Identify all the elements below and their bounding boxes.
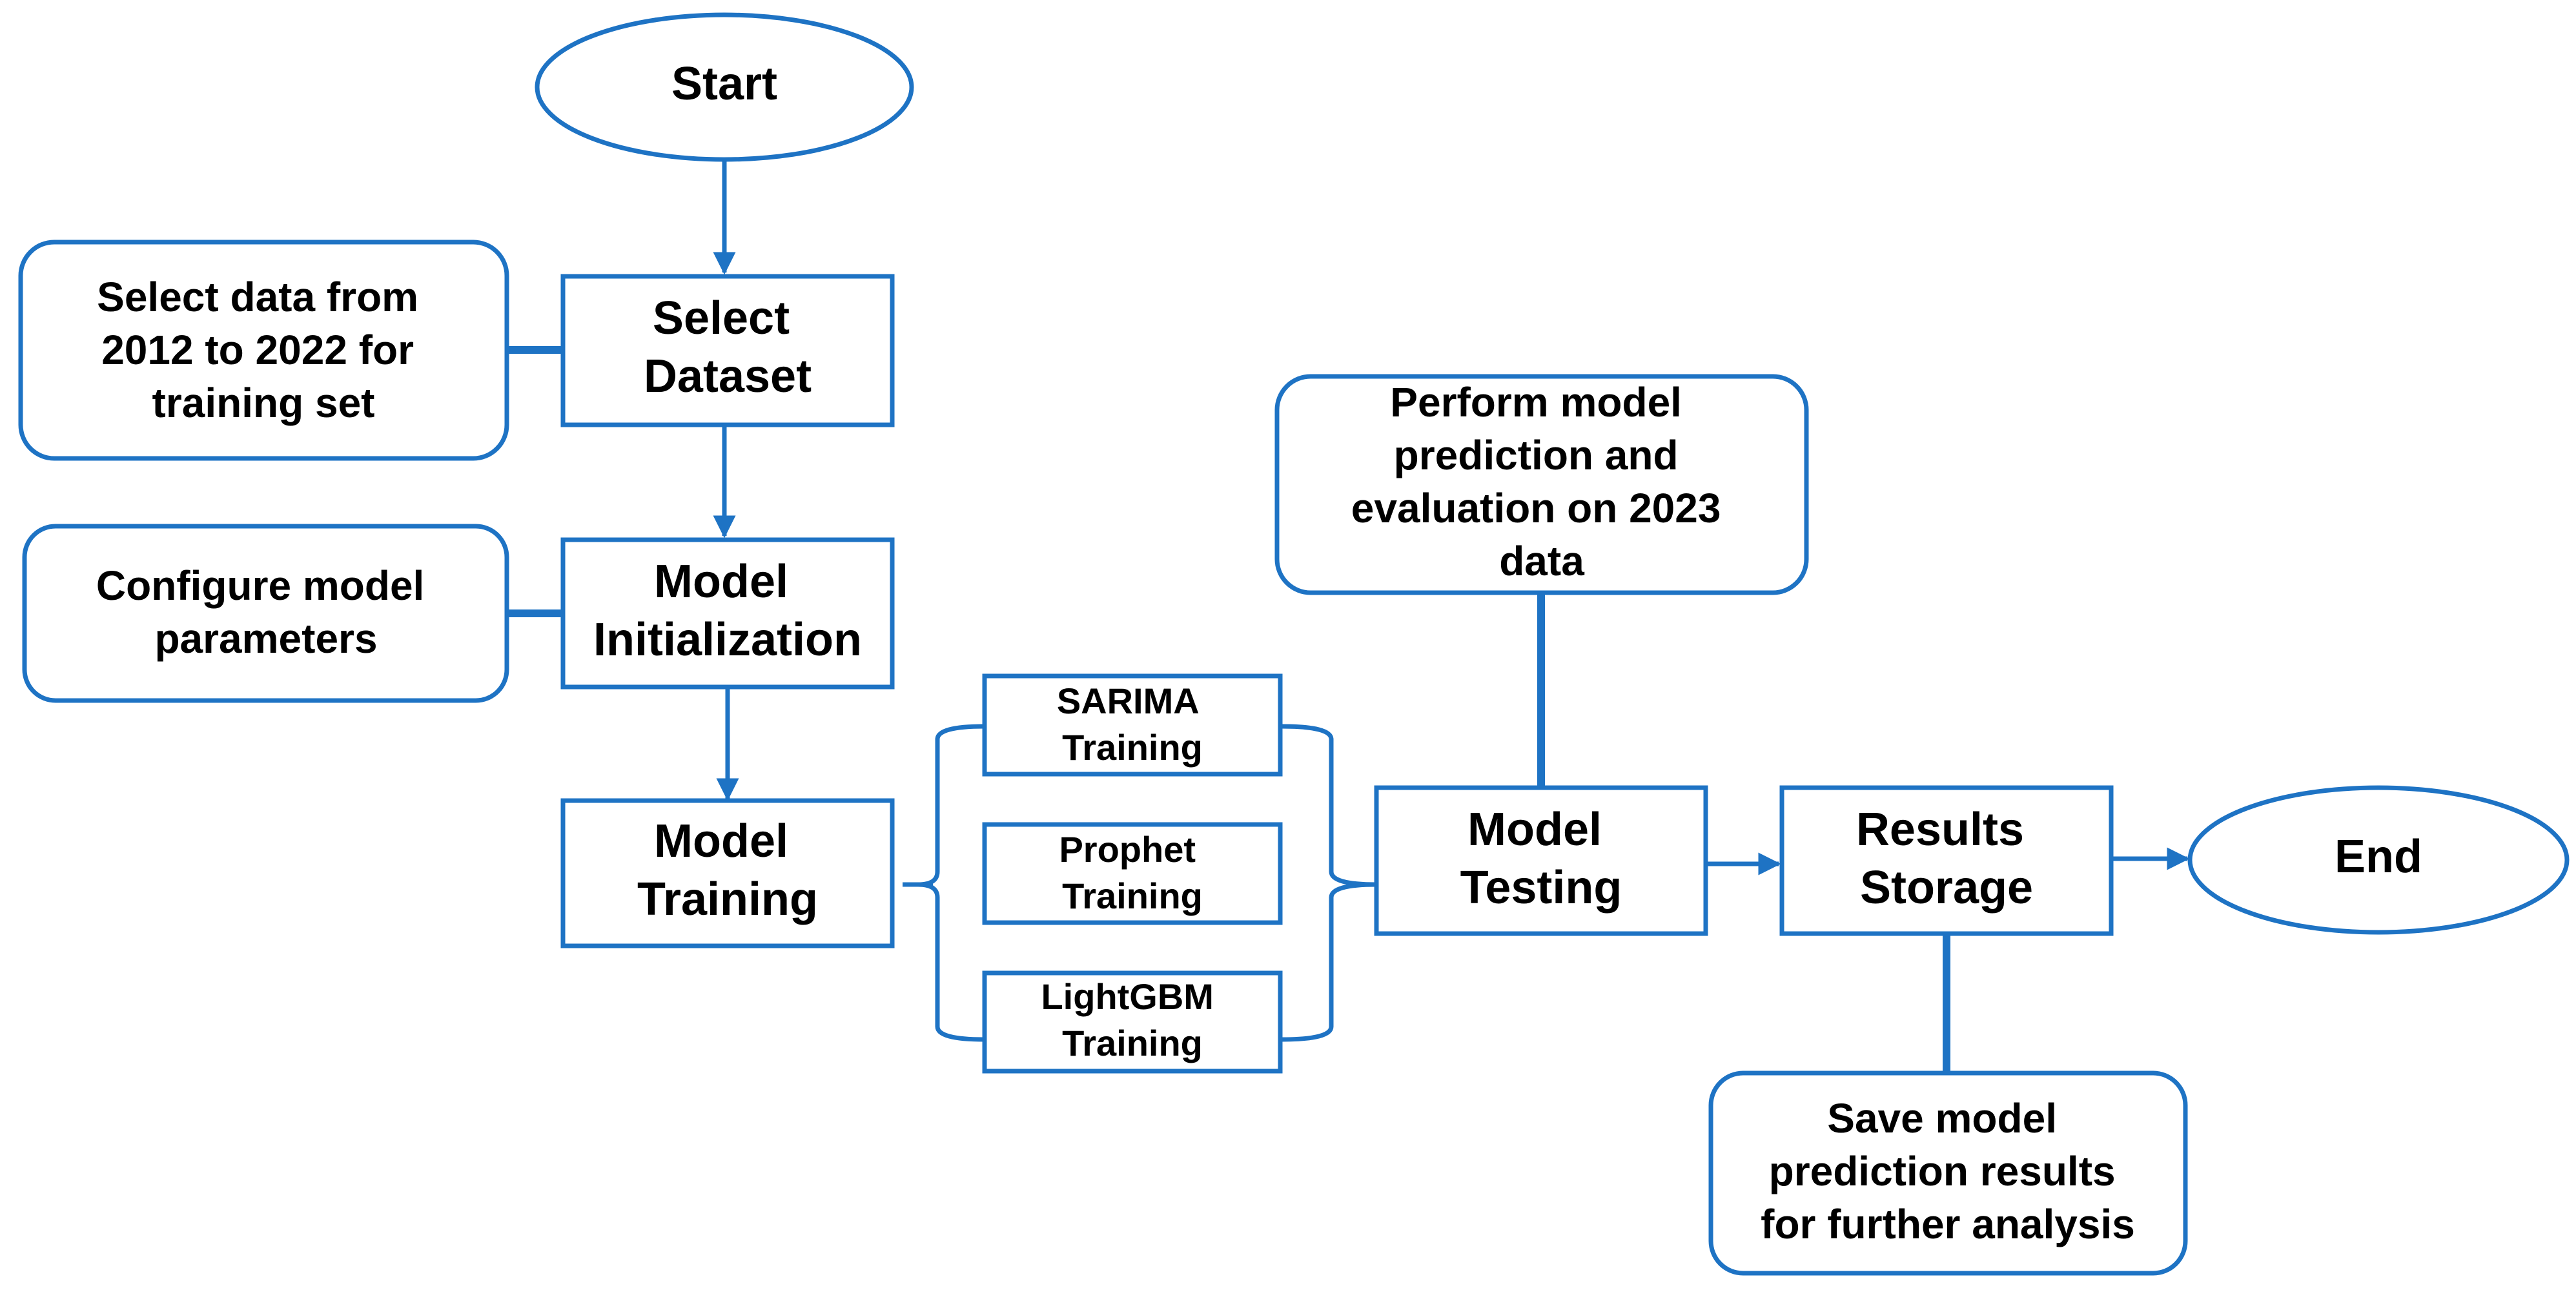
sarima-line-1: SARIMA: [1057, 681, 1198, 721]
sarima-training-box: SARIMA Training: [982, 673, 1283, 777]
start-node: Start: [535, 12, 914, 162]
perform-note-line-4: data: [1499, 538, 1584, 584]
svg-text:Perform model prediction: Perform model prediction and evaluation …: [1351, 379, 1732, 584]
right-brace: [1281, 724, 1379, 1042]
end-label: End: [2335, 831, 2422, 883]
left-brace: [915, 724, 985, 1042]
perform-note-line-3: evaluation on 2023: [1351, 485, 1721, 531]
config-note-line-2: parameters: [154, 615, 377, 662]
save-results-note: Save model prediction results for furthe…: [1708, 1070, 2188, 1276]
svg-text:Save model prediction re: Save model prediction results for furthe…: [1761, 1095, 2135, 1247]
select-note-line-2: 2012 to 2022 for: [101, 327, 414, 373]
svg-text:SARIMA Training: SARIMA Training: [1057, 681, 1208, 768]
lightgbm-line-2: Training: [1062, 1023, 1203, 1063]
model-testing-line-2: Testing: [1460, 862, 1622, 914]
svg-text:Model Training: Model Training: [637, 815, 818, 925]
save-note-line-1: Save model: [1827, 1095, 2057, 1142]
select-dataset-box: Select Dataset: [560, 274, 895, 427]
perform-prediction-note: Perform model prediction and evaluation …: [1274, 374, 1809, 595]
results-storage-box: Results Storage: [1779, 785, 2114, 936]
config-note-line-1: Configure model: [96, 562, 424, 609]
select-data-note: Select data from 2012 to 2022 for traini…: [18, 240, 509, 461]
end-node: End: [2187, 785, 2570, 935]
results-storage-line-2: Storage: [1860, 862, 2033, 914]
prophet-training-box: Prophet Training: [982, 822, 1283, 925]
model-initialization-box: Model Initialization: [560, 537, 895, 690]
svg-text:Results Storage: Results Storage: [1856, 804, 2037, 914]
results-storage-line-1: Results: [1856, 804, 2024, 855]
model-init-line-2: Initialization: [593, 614, 862, 666]
svg-text:Select data from 2012 to: Select data from 2012 to 2022 for traini…: [97, 274, 430, 426]
prophet-line-2: Training: [1062, 875, 1203, 916]
model-training-line-2: Training: [637, 874, 818, 925]
svg-text:Start: Start: [671, 58, 777, 110]
model-training-box: Model Training: [560, 798, 895, 948]
model-testing-line-1: Model: [1467, 804, 1602, 855]
svg-text:Prophet Training: Prophet Training: [1059, 829, 1205, 916]
save-note-line-2: prediction results: [1769, 1148, 2116, 1194]
model-testing-box: Model Testing: [1374, 785, 1708, 936]
select-dataset-line-1: Select: [653, 292, 790, 344]
svg-text:Model Testing: Model Testing: [1460, 804, 1622, 914]
svg-text:Configure model paramete: Configure model parameters: [96, 562, 436, 662]
select-note-line-3: training set: [152, 380, 375, 426]
select-dataset-line-2: Dataset: [644, 351, 812, 402]
model-init-line-1: Model: [654, 556, 788, 608]
lightgbm-training-box: LightGBM Training: [982, 970, 1283, 1074]
prophet-line-1: Prophet: [1059, 829, 1196, 870]
svg-text:LightGBM Training: LightGBM Training: [1041, 976, 1223, 1063]
save-note-line-3: for further analysis: [1761, 1201, 2135, 1247]
perform-note-line-2: prediction and: [1394, 432, 1679, 478]
perform-note-line-1: Perform model: [1390, 379, 1682, 425]
sarima-line-2: Training: [1062, 727, 1203, 768]
model-training-line-1: Model: [654, 815, 788, 867]
lightgbm-line-1: LightGBM: [1041, 976, 1213, 1017]
select-note-line-1: Select data from: [97, 274, 418, 320]
svg-text:End: End: [2335, 831, 2422, 883]
configure-params-note: Configure model parameters: [22, 524, 509, 703]
start-label: Start: [671, 58, 777, 110]
svg-text:Select Dataset: Select Dataset: [644, 292, 812, 402]
svg-text:Model Initialization: Model Initialization: [593, 556, 862, 666]
